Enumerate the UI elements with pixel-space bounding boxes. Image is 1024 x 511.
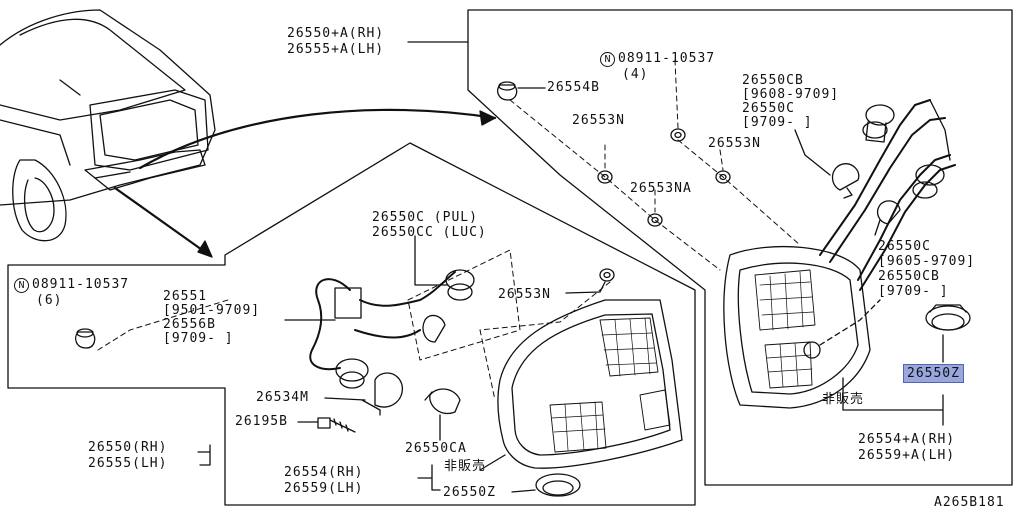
label-26553n-b: 26553N bbox=[708, 136, 761, 151]
label-sock-luc: 26550CC (LUC) bbox=[372, 225, 487, 240]
label-lens-rh: 26554(RH) bbox=[284, 465, 364, 480]
label-hisan-right: 非販売 bbox=[822, 392, 865, 407]
arrow-head-bottom bbox=[197, 240, 213, 258]
bulb-icon-left bbox=[422, 314, 446, 343]
label-harness-2: [9501-9709] bbox=[163, 303, 261, 318]
label-hisan-left: 非販売 bbox=[444, 459, 487, 474]
label-26550z-bottom: 26550Z bbox=[443, 485, 496, 500]
nut-left-circle-icon: N bbox=[14, 278, 29, 293]
label-harness-4: [9709- ] bbox=[163, 331, 234, 346]
leader-main bbox=[197, 444, 211, 466]
label-bulb-r-4: [9709- ] bbox=[878, 284, 949, 299]
socket-26550z-icon bbox=[925, 304, 971, 331]
label-26553na: 26553NA bbox=[630, 181, 692, 196]
arrow-head-top bbox=[479, 110, 496, 126]
socket-bottom-icon bbox=[535, 473, 581, 497]
label-bulb-r-2: [9605-9709] bbox=[878, 254, 976, 269]
label-sock-pul: 26550C (PUL) bbox=[372, 210, 478, 225]
connector-icon bbox=[334, 287, 362, 319]
nut-icon-left bbox=[75, 328, 96, 349]
outer-frame bbox=[7, 142, 696, 506]
nut-left-part: 08911-10537 bbox=[32, 277, 130, 292]
washer-icons bbox=[597, 128, 731, 282]
label-harness-1: 26551 bbox=[163, 289, 208, 304]
leader-26534m bbox=[324, 397, 366, 401]
inner-frame bbox=[467, 9, 1013, 486]
inner-harness bbox=[819, 99, 931, 256]
label-bulb-tr-1: 26550CB bbox=[742, 73, 804, 88]
leader-bulb-tr bbox=[794, 129, 831, 176]
nut-left-guide bbox=[97, 299, 229, 351]
label-26550ca: 26550CA bbox=[405, 441, 467, 456]
nut-circle-icon: N bbox=[600, 52, 615, 67]
screw-icon bbox=[317, 417, 356, 433]
nut-top-part: 08911-10537 bbox=[618, 51, 716, 66]
diagram-id: A265B181 bbox=[934, 495, 1005, 510]
label-26550z-highlighted[interactable]: 26550Z bbox=[903, 364, 964, 383]
leader-26550z-bottom bbox=[511, 489, 536, 493]
label-bulb-tr-2: [9608-9709] bbox=[742, 87, 840, 102]
van-illustration bbox=[0, 9, 216, 242]
leader-26553n-bottom bbox=[565, 281, 606, 294]
label-lens-lh: 26559(LH) bbox=[284, 481, 364, 496]
label-nut-top-qty: (4) bbox=[622, 67, 649, 82]
outer-lamp-lens bbox=[497, 299, 683, 469]
label-26195b: 26195B bbox=[235, 414, 288, 429]
arrow-to-outer-lamp bbox=[113, 186, 207, 254]
label-nut-left-qty: (6) bbox=[36, 293, 63, 308]
label-main-lh: 26555(LH) bbox=[88, 456, 168, 471]
label-26534m: 26534M bbox=[256, 390, 309, 405]
label-inner-rh: 26554+A(RH) bbox=[858, 432, 956, 447]
socket-icon-pul bbox=[445, 269, 475, 301]
label-26553n-a: 26553N bbox=[572, 113, 625, 128]
label-bulb-r-1: 26550C bbox=[878, 239, 931, 254]
label-26553n-c: 26553N bbox=[498, 287, 551, 302]
bulb-icon-top bbox=[831, 163, 860, 199]
dashed-guides bbox=[479, 59, 801, 331]
label-bulb-r-3: 26550CB bbox=[878, 269, 940, 284]
label-inner-lh: 26559+A(LH) bbox=[858, 448, 956, 463]
leader-lens bbox=[417, 464, 441, 491]
bracket-icon bbox=[361, 372, 403, 416]
label-bulb-tr-4: [9709- ] bbox=[742, 115, 813, 130]
arrow-to-inner-lamp bbox=[138, 108, 497, 170]
leader-bulb-r bbox=[874, 219, 881, 236]
inner-lamp-assembly bbox=[723, 245, 881, 409]
bulb-icon-26550ca bbox=[424, 388, 461, 415]
label-bulb-tr-3: 26550C bbox=[742, 101, 795, 116]
socket-icon-mid bbox=[912, 164, 945, 199]
label-top-rh: 26550+A(RH) bbox=[287, 26, 385, 41]
socket-icon-top bbox=[862, 104, 895, 143]
label-main-rh: 26550(RH) bbox=[88, 440, 168, 455]
leader-hisan-left bbox=[479, 454, 506, 471]
label-top-lh: 26555+A(LH) bbox=[287, 42, 385, 57]
leader-inner-lamp bbox=[842, 377, 944, 426]
leader-26550c-pul bbox=[414, 235, 449, 286]
bulb-icon-mid bbox=[877, 200, 901, 225]
label-harness-3: 26556B bbox=[163, 317, 216, 332]
dashed-box-left bbox=[407, 249, 521, 401]
nut-icon-26554b bbox=[497, 81, 518, 101]
socket-icon-lower bbox=[335, 358, 369, 389]
label-26554b: 26554B bbox=[547, 80, 600, 95]
